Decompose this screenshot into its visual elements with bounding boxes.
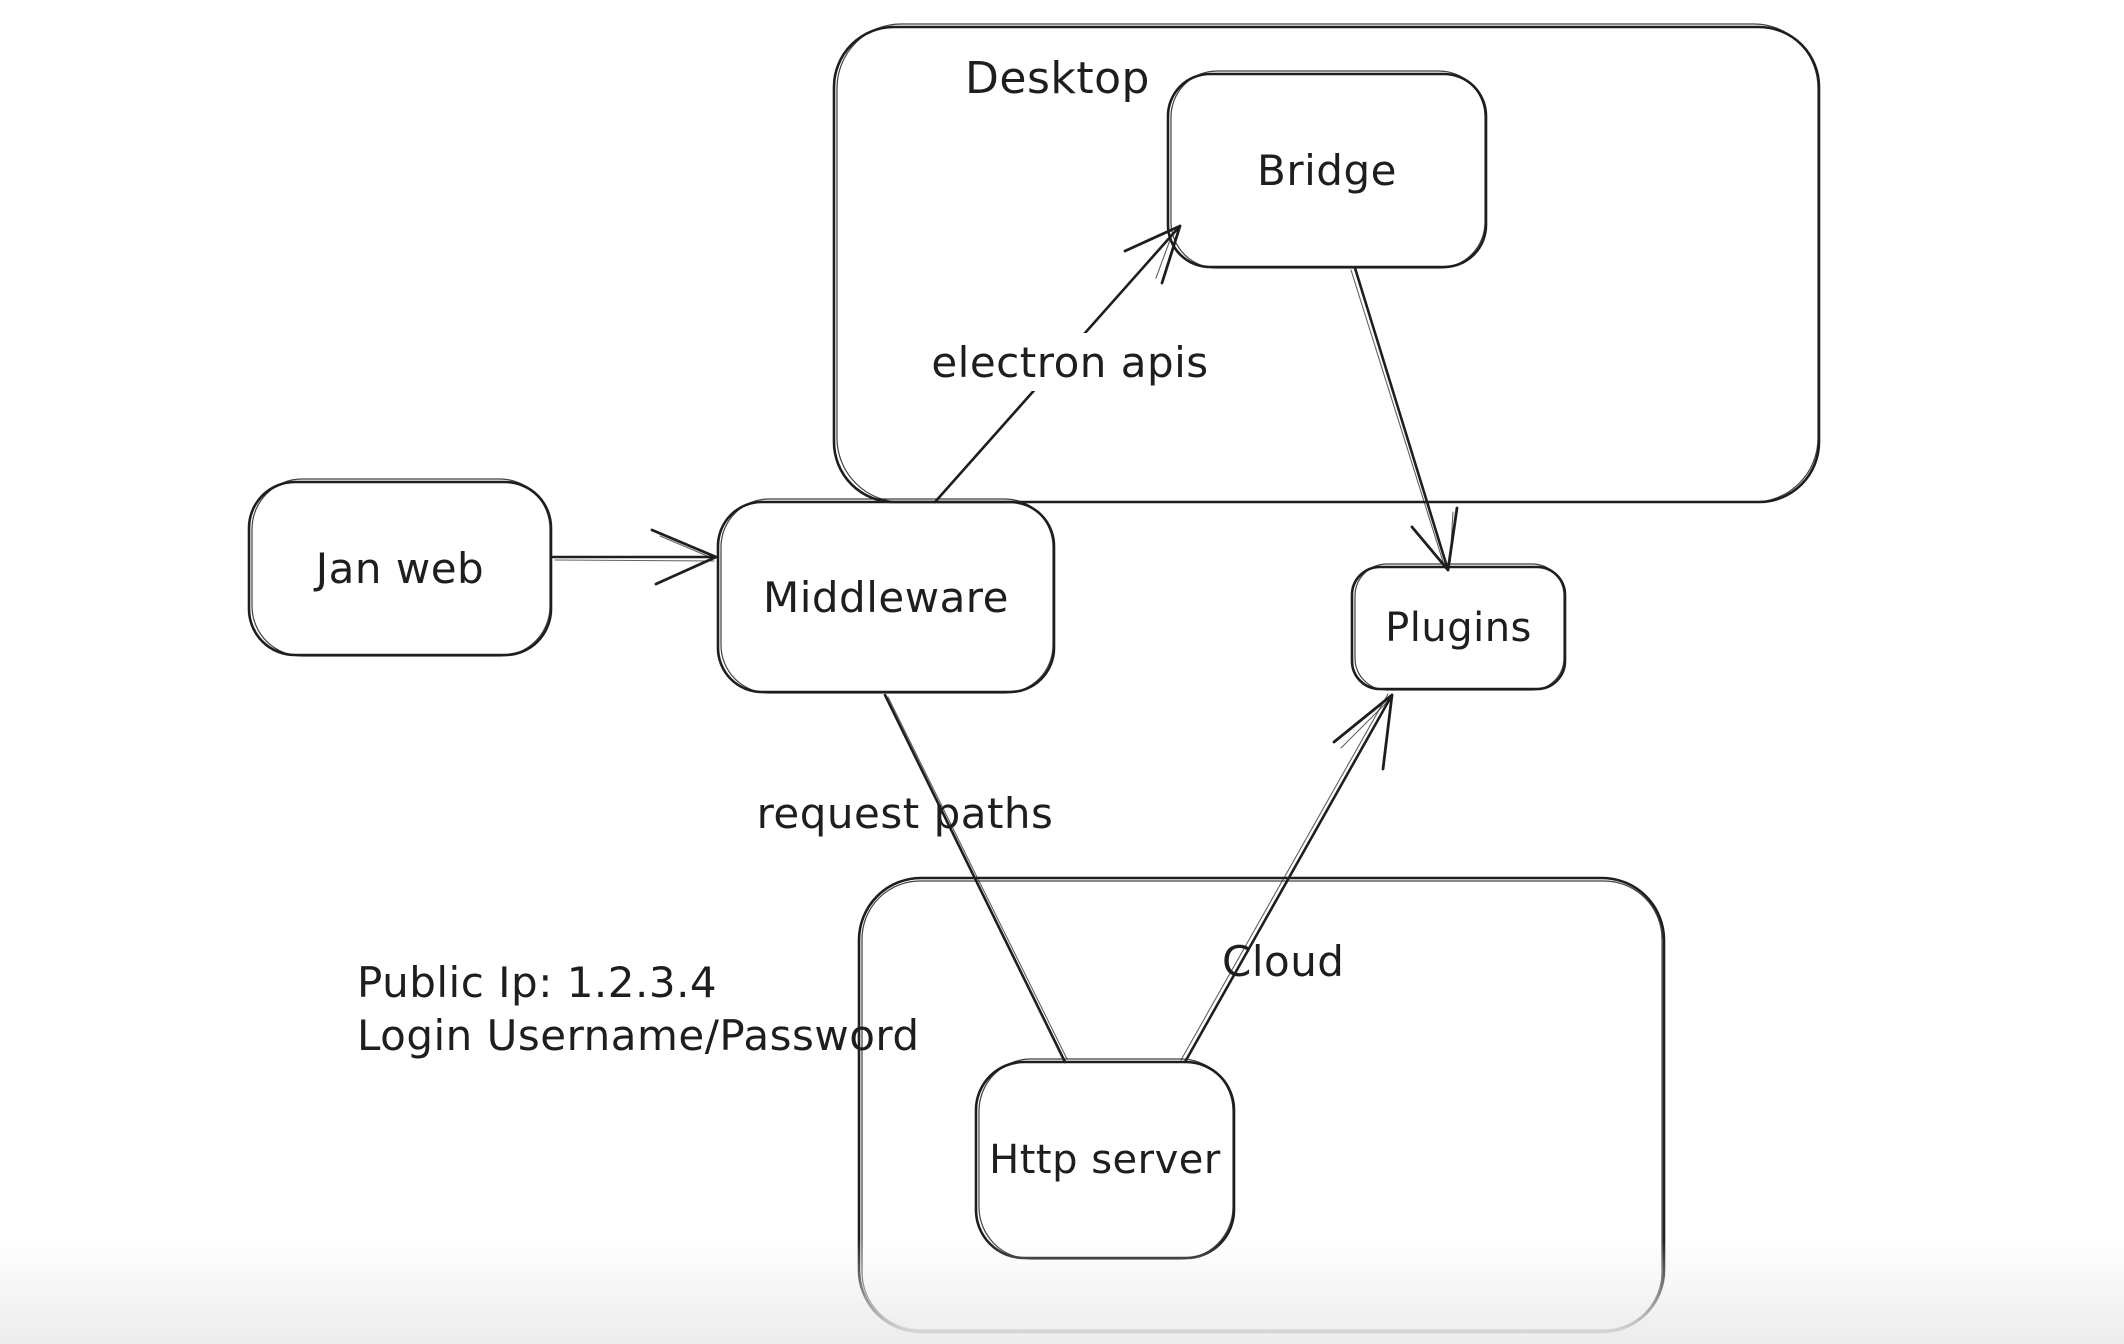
edge-middleware-to-bridge-arrowhead-echo: [1155, 239, 1171, 279]
http-server-node-label[interactable]: Http server: [989, 1137, 1221, 1183]
bridge-node-label[interactable]: Bridge: [1257, 146, 1397, 195]
jan-web-node[interactable]: [247, 478, 553, 657]
desktop-container-label[interactable]: Desktop: [965, 52, 1150, 104]
edge-bridge-to-plugins-arrowhead: [1410, 506, 1459, 572]
jan-web-node-outline: [247, 480, 553, 657]
edge-bridge-to-plugins[interactable]: [1350, 266, 1459, 572]
edge-middleware-to-http-server-shaft-echo: [887, 696, 1068, 1060]
edge-jan-web-to-middleware[interactable]: [551, 528, 718, 586]
edge-bridge-to-plugins-shaft: [1353, 266, 1450, 572]
middleware-node-label[interactable]: Middleware: [762, 572, 1009, 622]
desktop-container-outline-echo: [836, 23, 1819, 503]
jan-web-node-label[interactable]: Jan web: [315, 544, 485, 593]
edge-jan-web-to-middleware-shaft-echo: [554, 559, 715, 562]
annotation-credentials[interactable]: Public Ip: 1.2.3.4 Login Username/Passwo…: [357, 956, 920, 1062]
bridge-node-outline-echo: [1170, 70, 1486, 269]
edge-jan-web-to-middleware-arrowhead: [650, 528, 718, 586]
annotation-login: Login Username/Password: [357, 1011, 920, 1060]
middleware-node-outline: [716, 500, 1056, 694]
edge-http-server-to-plugins-arrowhead: [1332, 693, 1394, 771]
bridge-node-outline: [1166, 72, 1488, 269]
jan-web-node-outline-echo: [251, 478, 551, 657]
plugins-node-label[interactable]: Plugins: [1385, 605, 1532, 651]
desktop-container[interactable]: [832, 23, 1821, 504]
edge-label-electron-apis[interactable]: electron apis: [919, 333, 1221, 391]
edge-http-server-to-plugins-shaft-echo: [1180, 693, 1389, 1061]
annotation-public-ip: Public Ip: 1.2.3.4: [357, 958, 718, 1007]
edge-bridge-to-plugins-arrowhead-echo: [1449, 511, 1454, 564]
plugins-node-outline-echo: [1354, 563, 1565, 691]
bridge-node[interactable]: [1166, 70, 1488, 269]
edge-bridge-to-plugins-shaft-echo: [1350, 269, 1446, 569]
middleware-node[interactable]: [716, 498, 1056, 694]
edge-http-server-to-plugins[interactable]: [1180, 693, 1394, 1064]
cloud-container-label[interactable]: Cloud: [1222, 936, 1345, 986]
edge-jan-web-to-middleware-arrowhead-echo: [659, 535, 713, 559]
middleware-node-outline-echo: [720, 498, 1054, 694]
edge-middleware-to-bridge-arrowhead: [1123, 224, 1182, 285]
plugins-node-outline: [1350, 565, 1567, 691]
edge-http-server-to-plugins-shaft: [1183, 693, 1394, 1064]
edge-label-request-paths[interactable]: request paths: [756, 788, 1054, 838]
edge-http-server-to-plugins-arrowhead-echo: [1340, 700, 1389, 749]
plugins-node[interactable]: [1350, 563, 1567, 691]
edge-middleware-to-http-server-shaft: [883, 693, 1067, 1064]
edge-middleware-to-http-server[interactable]: [883, 693, 1068, 1064]
